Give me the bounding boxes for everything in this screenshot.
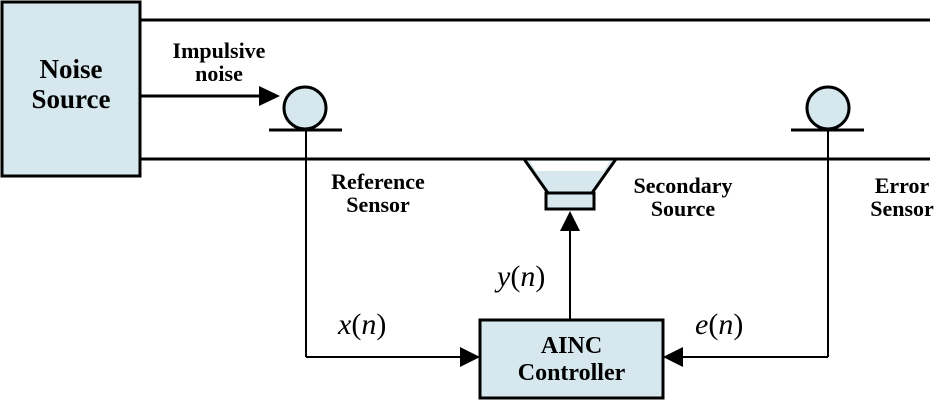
y-signal-arg: n [520, 260, 536, 293]
noise-source-label-line2: Source [31, 84, 111, 115]
error-sensor-label-line2: Sensor [870, 196, 934, 222]
reference-sensor-label-line1: Reference [331, 169, 425, 194]
reference-microphone-icon [269, 85, 342, 132]
x-signal-arrowhead [460, 347, 480, 367]
ainc-controller-label-line1: AINC [540, 333, 603, 359]
reference-sensor-label-line2: Sensor [346, 192, 410, 218]
loudspeaker-icon [521, 157, 619, 211]
x-signal-arg: n [361, 308, 377, 341]
noise-source-block [0, 0, 142, 178]
secondary-source-label: Secondary Source [614, 174, 752, 220]
secondary-source-label-line1: Secondary [633, 173, 733, 198]
error-microphone-icon [791, 85, 864, 132]
error-sensor-label: Error Sensor [858, 174, 946, 220]
reference-sensor-label: Reference Sensor [314, 170, 442, 216]
error-sensor-label-line1: Error [874, 173, 930, 198]
noise-source-label-line1: Noise [39, 54, 103, 84]
ainc-controller-label-line2: Controller [517, 359, 626, 386]
noise-source-label: Noise Source [2, 54, 140, 114]
x-signal-label: x(n) [338, 308, 387, 341]
impulsive-noise-label: Impulsive noise [157, 39, 281, 85]
secondary-source-label-line2: Source [650, 196, 716, 222]
e-signal-arrowhead [663, 347, 683, 367]
e-signal-arg: n [718, 308, 734, 341]
ainc-controller-block [478, 318, 665, 400]
e-signal-var: e [695, 308, 709, 341]
y-signal-var: y [497, 260, 511, 293]
y-signal-label: y(n) [497, 260, 546, 293]
y-signal-arrowhead [560, 211, 580, 231]
ainc-controller-label: AINC Controller [480, 333, 663, 387]
x-signal-var: x [338, 308, 352, 341]
impulsive-noise-label-line2: noise [195, 61, 243, 87]
impulsive-noise-arrowhead [259, 86, 280, 106]
e-signal-label: e(n) [695, 308, 744, 341]
impulsive-noise-label-line1: Impulsive [172, 38, 266, 63]
